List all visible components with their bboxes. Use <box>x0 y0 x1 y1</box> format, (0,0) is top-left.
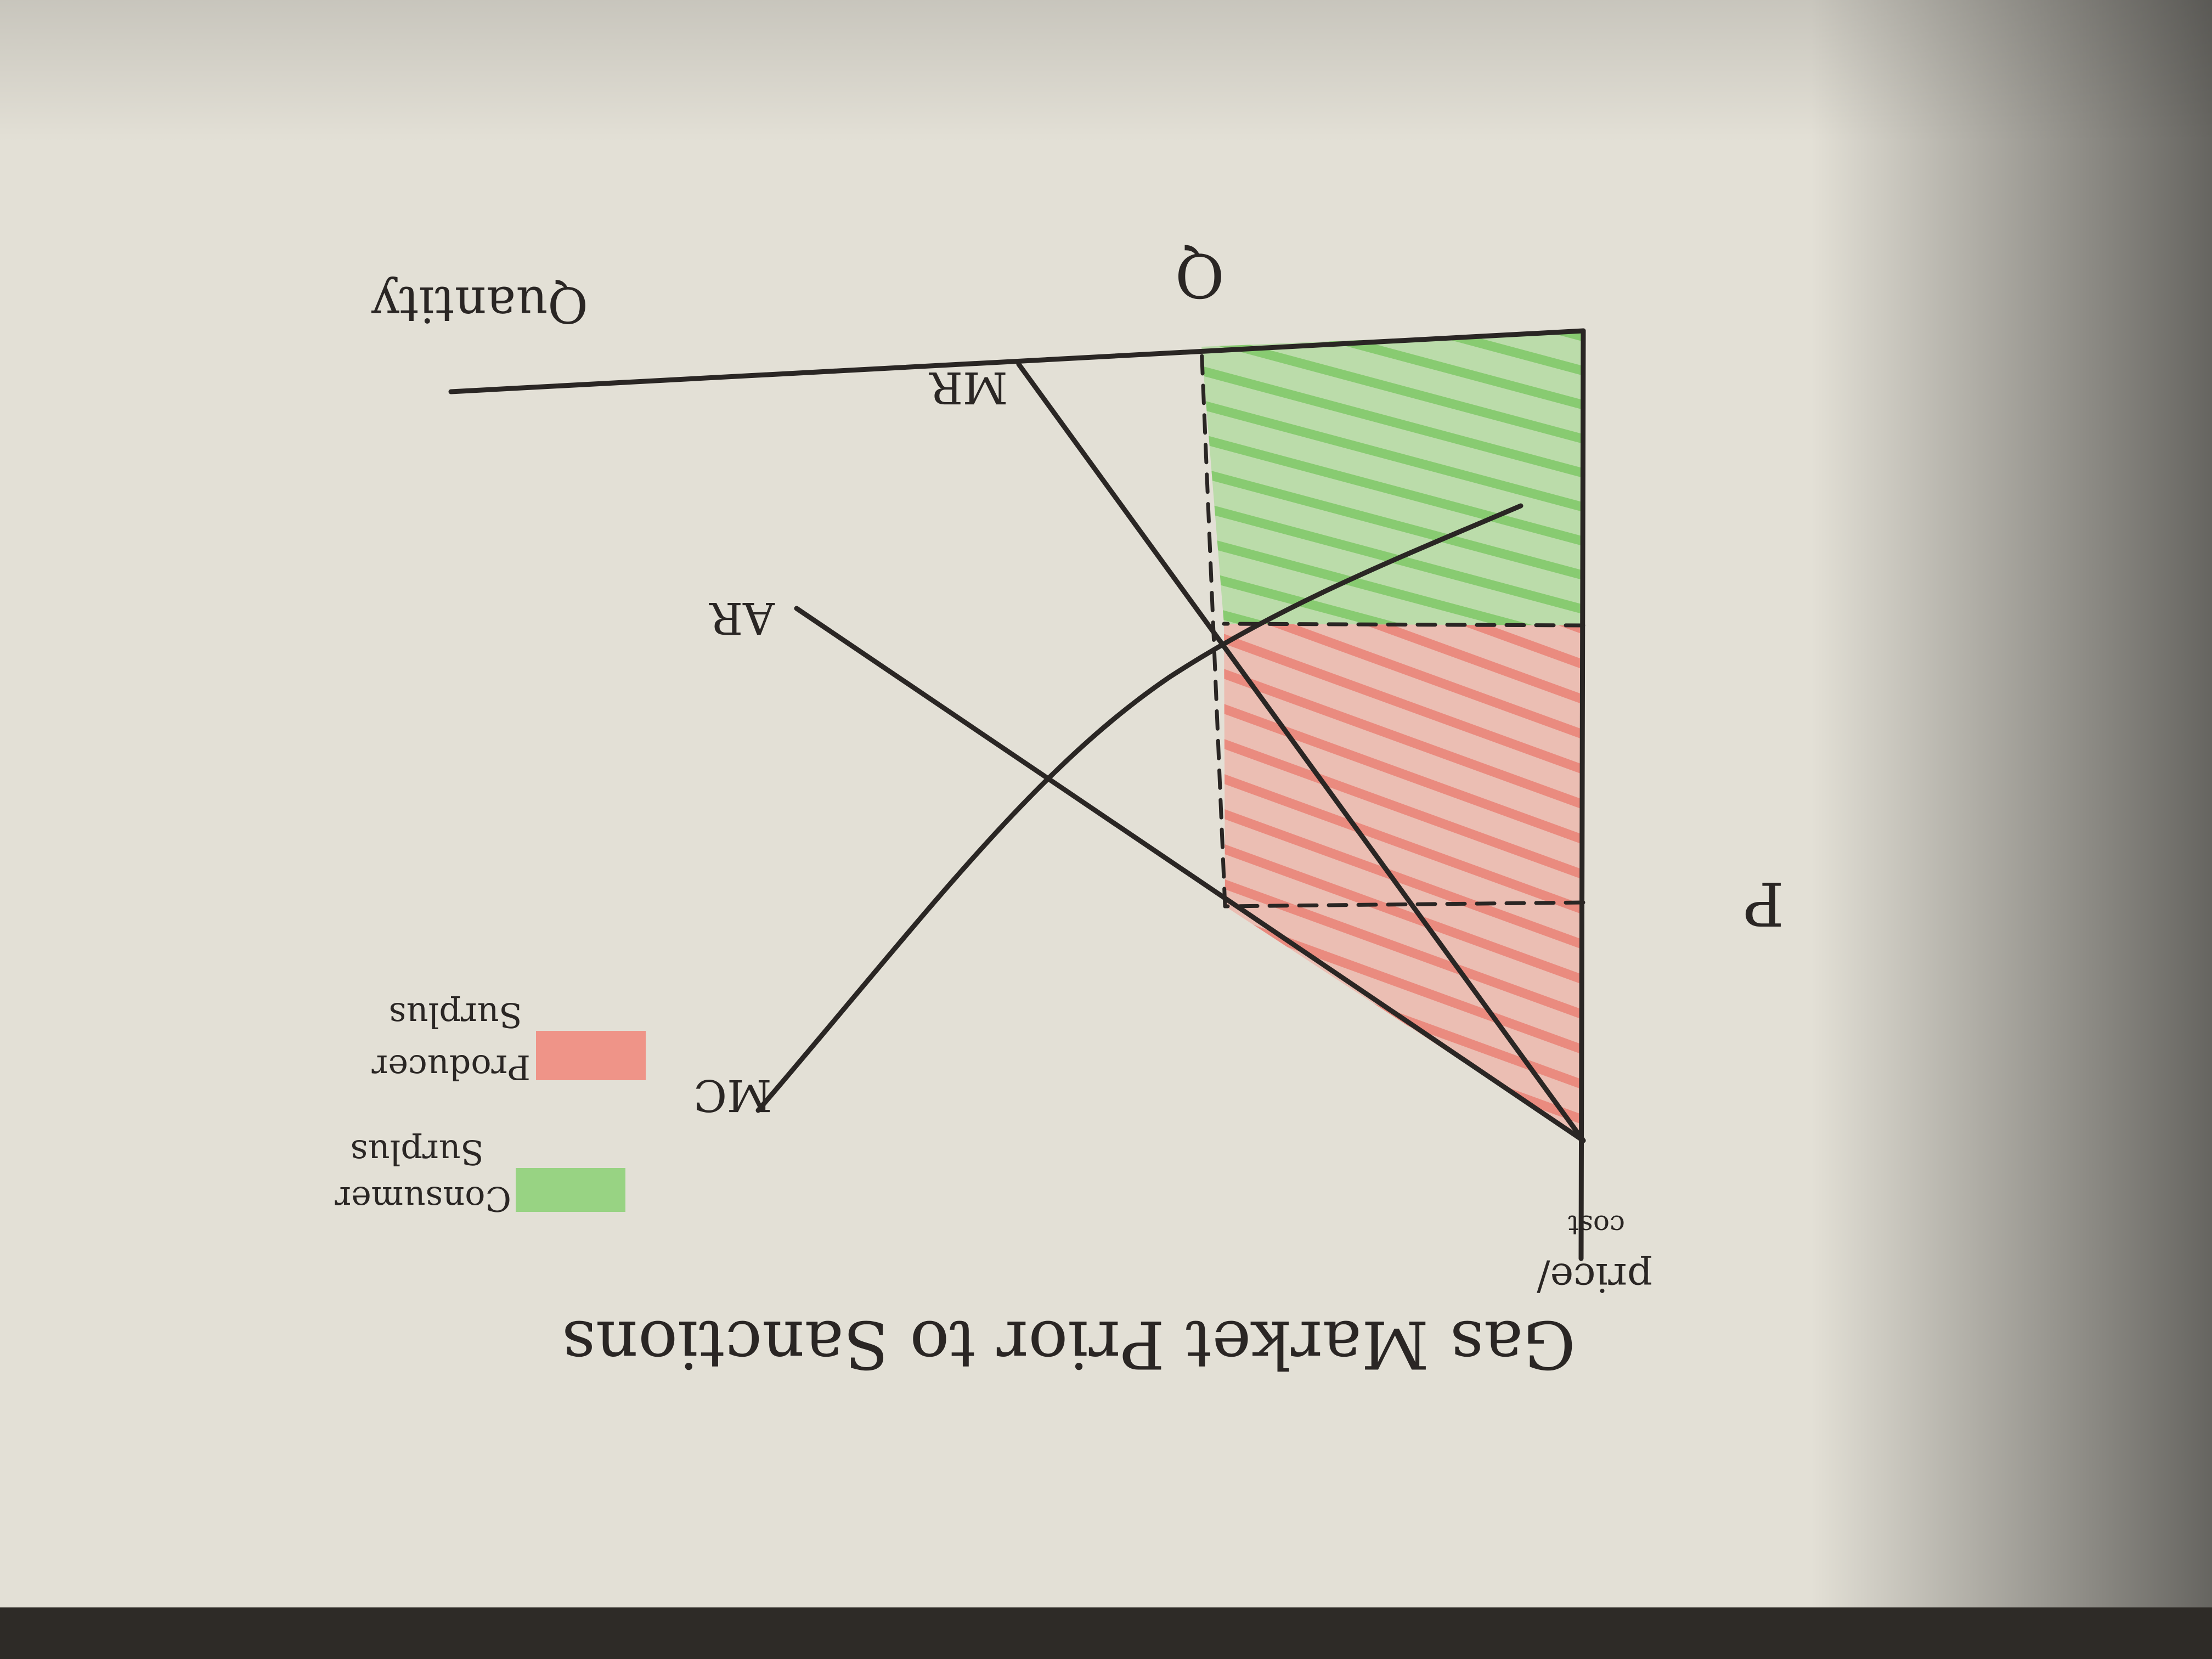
y-axis-label-line1: price/ <box>1537 1255 1652 1301</box>
x-axis <box>448 328 1586 394</box>
x-axis-label: Quantity <box>371 275 588 333</box>
diagram-title: Gas Market Prior to Sanctions <box>562 1306 1576 1382</box>
ar-label: AR <box>708 592 775 644</box>
legend-consumer-line1: Consumer <box>335 1179 511 1219</box>
mr-curve <box>1016 362 1586 1143</box>
mc-curve <box>755 503 1523 1113</box>
cost-guide-dashed <box>1222 622 1585 628</box>
price-tick-label: P <box>1743 868 1784 939</box>
y-axis <box>1578 328 1586 1261</box>
legend-producer-line1: Producer <box>371 1047 531 1087</box>
legend-producer-swatch <box>536 1031 646 1080</box>
consumer-surplus-area <box>1201 331 1583 625</box>
producer-surplus-area-upper <box>1224 624 1583 906</box>
paper-shadow-top <box>0 0 2212 143</box>
paper-shadow-right <box>1810 0 2212 1607</box>
legend-producer-line2: Surplus <box>389 995 522 1035</box>
quantity-guide-dashed <box>1199 345 1227 909</box>
ar-curve <box>794 606 1586 1143</box>
mc-label: MC <box>693 1070 772 1121</box>
mr-label: MR <box>928 362 1008 413</box>
legend-consumer-line2: Surplus <box>351 1132 484 1172</box>
price-guide-dashed <box>1223 900 1585 909</box>
legend-consumer-swatch <box>516 1168 625 1212</box>
diagram-rotated: price/ cost P Q Quantity MC AR MR Gas Ma… <box>335 240 1784 1382</box>
y-axis-label-line2: cost <box>1568 1209 1625 1241</box>
quantity-tick-label: Q <box>1175 240 1224 311</box>
